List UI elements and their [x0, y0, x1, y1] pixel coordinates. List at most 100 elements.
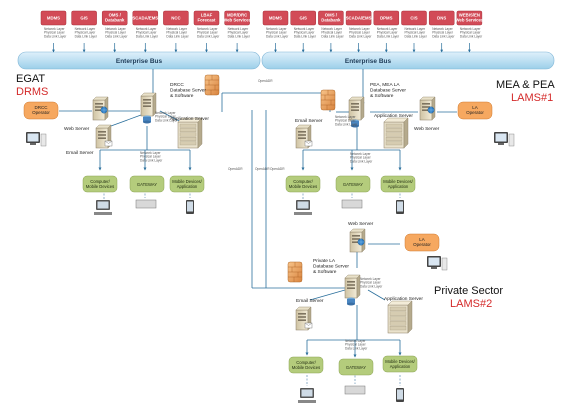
- openadr-label-4: OpenADR: [258, 79, 273, 83]
- left-system-label: SCADA/EMS: [132, 16, 158, 21]
- egat-mobile-app: Mobile Devices/Application: [169, 175, 205, 193]
- egat-computer-mobile: Computer/Mobile Devices: [82, 175, 118, 193]
- private-mobile-app: Mobile Devices/Application: [382, 355, 418, 373]
- private-email-server-label: Email Server: [296, 298, 324, 304]
- egat-gateway: GATEWAY: [129, 175, 165, 193]
- left-system-label: MDMS: [47, 16, 60, 21]
- mea-mobile-app: Mobile Devices/Application: [380, 175, 416, 193]
- gateway-device-icon: [344, 385, 366, 395]
- firewall-left: [204, 74, 220, 96]
- private-mobile-app-label: Mobile Devices/Application: [385, 359, 415, 369]
- desktop-computer-icon: [298, 388, 316, 403]
- egat-computer-mobile-label: Computer/Mobile Devices: [86, 179, 114, 189]
- right-system-label: CIS: [410, 16, 417, 21]
- private-db-server: [344, 274, 361, 306]
- private-app-server-label: Application Server: [384, 296, 423, 302]
- mea-computer-mobile: Computer/Mobile Devices: [285, 175, 321, 193]
- egat-email-server: [95, 124, 113, 149]
- egat-gateway-label: GATEWAY: [137, 182, 157, 187]
- mea-pea-title: MEA & PEA: [496, 79, 555, 91]
- lams1-title: LAMS#1: [511, 92, 553, 104]
- firewall-private: [287, 261, 303, 283]
- private-gateway-label: GATEWAY: [346, 365, 366, 370]
- mea-db-server: [348, 96, 365, 128]
- gateway-device-icon: [135, 199, 157, 209]
- openadr-label-1: OpenADR: [228, 167, 243, 171]
- mea-gateway-label: GATEWAY: [343, 182, 363, 187]
- private-sector-title: Private Sector: [434, 285, 503, 297]
- egat-web-server: [92, 96, 109, 121]
- mobile-phone-icon: [396, 200, 404, 214]
- desktop-computer-icon: [294, 200, 312, 215]
- mea-app-server-label: Application Server: [374, 113, 413, 119]
- private-application-server: [387, 300, 413, 334]
- right-system-label: MDMS: [269, 16, 282, 21]
- mea-application-server: [383, 117, 409, 149]
- mea-web-server: [419, 96, 436, 121]
- mea-computer-mobile-label: Computer/Mobile Devices: [289, 179, 317, 189]
- egat-title: EGAT: [16, 73, 45, 85]
- right-system-label: GIS: [299, 16, 307, 21]
- connectors: [59, 69, 457, 386]
- private-web-server: [349, 228, 366, 253]
- left-system-label: OMS /Databank: [105, 13, 125, 23]
- mea-mobile-app-label: Mobile Devices/Application: [383, 179, 413, 189]
- private-computer-mobile: Computer/Mobile Devices: [288, 356, 324, 374]
- openadr-label-2: OpenADR: [255, 167, 270, 171]
- mobile-phone-icon: [186, 200, 194, 214]
- left-system-label: GIS: [80, 16, 88, 21]
- computer-icon: [26, 132, 47, 147]
- egat-db-server: [140, 92, 157, 124]
- enterprise-bus-left: [17, 51, 261, 70]
- egat-app-server-label: Application Server: [170, 116, 209, 122]
- right-system-label: OMS /Databank: [321, 13, 341, 23]
- lams2-title: LAMS#2: [450, 298, 492, 310]
- private-gateway: GATEWAY: [338, 358, 374, 376]
- right-system-label: SCADA/EMS: [346, 16, 372, 21]
- right-system-label: DNS: [437, 16, 446, 21]
- egat-application-server: [177, 117, 203, 149]
- firewall-mea: [320, 89, 336, 111]
- private-email-server: [295, 306, 313, 331]
- drms-title: DRMS: [16, 86, 48, 98]
- computer-icon: [494, 132, 515, 147]
